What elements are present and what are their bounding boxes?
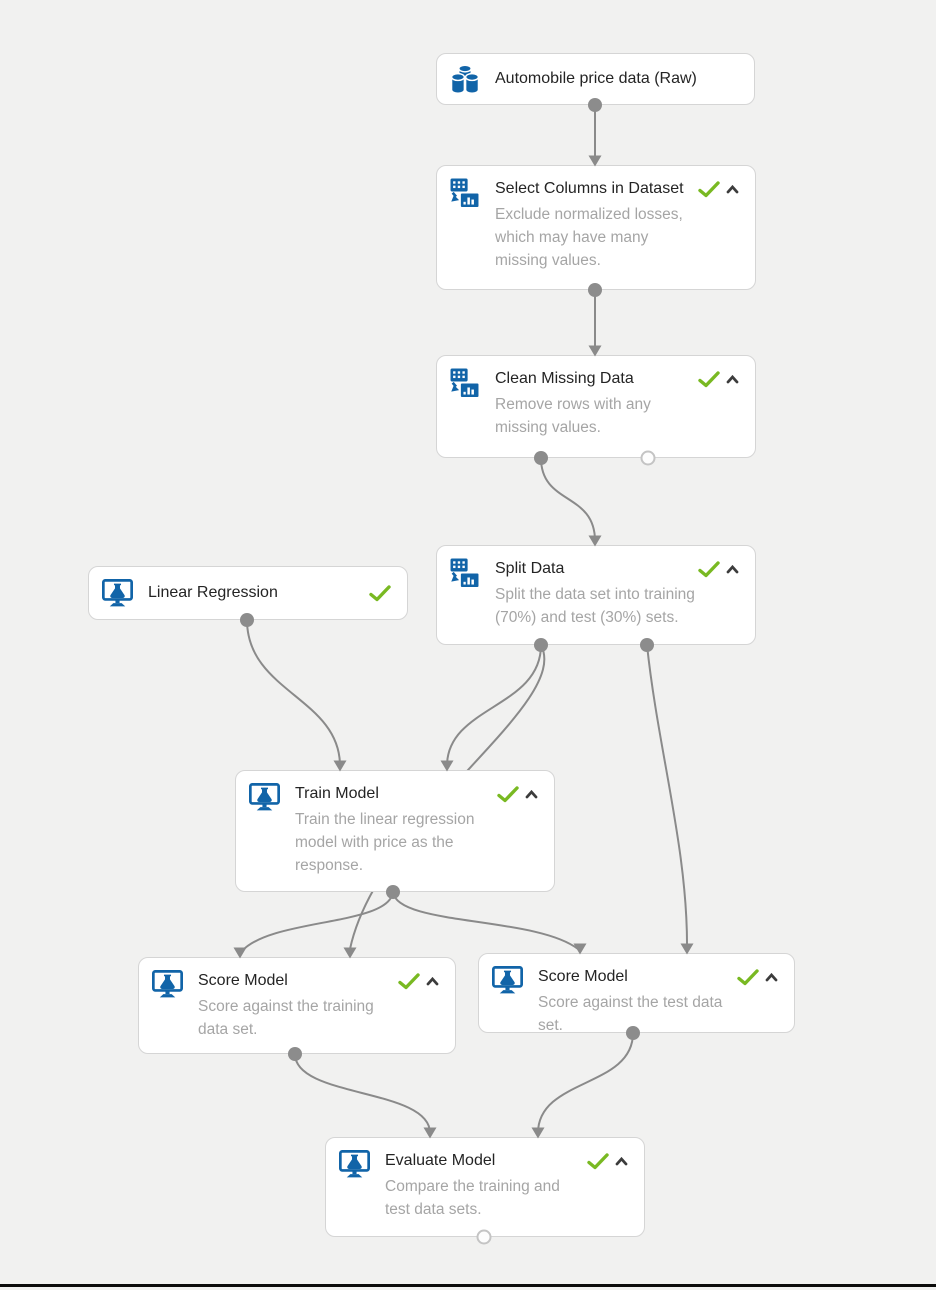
module-node-linear-regression[interactable]: Linear Regression [88, 566, 408, 620]
connector [540, 457, 596, 542]
success-check-icon [497, 786, 519, 803]
success-check-icon [587, 1153, 609, 1170]
node-description: Train the linear regression model with p… [295, 811, 475, 874]
node-description: Exclude normalized losses, which may hav… [495, 206, 683, 269]
window-bottom-border [0, 1284, 936, 1287]
node-title: Linear Regression [148, 584, 278, 601]
node-title: Automobile price data (Raw) [495, 70, 697, 87]
connector [294, 1053, 431, 1134]
node-description: Remove rows with any missing values. [495, 396, 651, 436]
node-title: Split Data [495, 560, 565, 577]
node-description: Score against the training data set. [198, 998, 374, 1038]
module-node-split-data[interactable]: Split Data Split the data set into train… [436, 545, 756, 645]
node-description: Split the data set into training (70%) a… [495, 586, 695, 626]
node-title: Evaluate Model [385, 1152, 496, 1169]
success-check-icon [737, 969, 759, 986]
success-check-icon [698, 181, 720, 198]
ml-model-icon [102, 579, 133, 607]
collapse-chevron-icon[interactable] [525, 790, 538, 799]
collapse-chevron-icon[interactable] [726, 375, 739, 384]
node-title: Clean Missing Data [495, 370, 634, 387]
collapse-chevron-icon[interactable] [615, 1157, 628, 1166]
node-title: Train Model [295, 785, 379, 802]
module-node-automobile-price-data[interactable]: Automobile price data (Raw) [436, 53, 755, 105]
success-check-icon [698, 371, 720, 388]
collapse-chevron-icon[interactable] [726, 185, 739, 194]
dataset-icon [450, 64, 480, 95]
collapse-chevron-icon[interactable] [765, 973, 778, 982]
module-node-clean-missing-data[interactable]: Clean Missing Data Remove rows with any … [436, 355, 756, 458]
data-transform-icon [450, 368, 480, 397]
ml-model-icon [339, 1150, 370, 1178]
module-node-select-columns[interactable]: Select Columns in Dataset Exclude normal… [436, 165, 756, 290]
node-title: Score Model [538, 968, 628, 985]
connector [246, 619, 341, 767]
connector [646, 644, 689, 950]
success-check-icon [698, 561, 720, 578]
ml-model-icon [249, 783, 280, 811]
connector [241, 891, 394, 952]
ml-model-icon [152, 970, 183, 998]
module-node-train-model[interactable]: Train Model Train the linear regression … [235, 770, 555, 892]
connector [537, 1032, 634, 1134]
node-title: Score Model [198, 972, 288, 989]
collapse-chevron-icon[interactable] [726, 565, 739, 574]
module-node-score-model-training[interactable]: Score Model Score against the training d… [138, 957, 456, 1054]
data-transform-icon [450, 178, 480, 207]
success-check-icon [369, 585, 391, 602]
connector [446, 644, 542, 767]
data-transform-icon [450, 558, 480, 587]
module-node-score-model-test[interactable]: Score Model Score against the test data … [478, 953, 795, 1034]
success-check-icon [398, 973, 420, 990]
node-description: Compare the training and test data sets. [385, 1178, 560, 1218]
node-description: Score against the test data set. [538, 994, 723, 1034]
node-title: Select Columns in Dataset [495, 180, 684, 197]
module-node-evaluate-model[interactable]: Evaluate Model Compare the training and … [325, 1137, 645, 1237]
connector [392, 891, 579, 950]
ml-model-icon [492, 966, 523, 994]
collapse-chevron-icon[interactable] [426, 977, 439, 986]
